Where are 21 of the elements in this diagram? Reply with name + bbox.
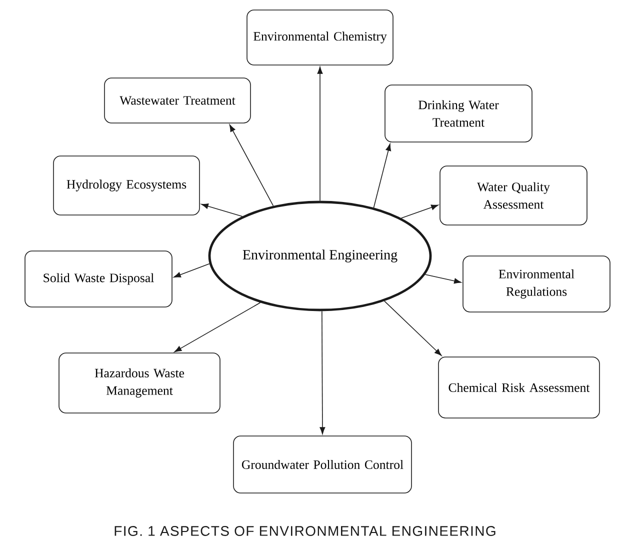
topic-box: Groundwater Pollution Control (233, 436, 412, 494)
arrow (424, 274, 462, 284)
arrow (201, 203, 243, 217)
topic-box: Solid Waste Disposal (24, 250, 172, 308)
topic-box: Environmental Chemistry (246, 10, 394, 66)
arrow (373, 144, 392, 208)
topic-box: Chemical Risk Assessment (438, 356, 600, 418)
caption: FIG. 1 ASPECTS OF ENVIRONMENTAL ENGINEERING (114, 526, 496, 536)
topic-box: Hazardous Waste Management (58, 352, 220, 414)
arrow (320, 310, 326, 434)
topic-box: Water Quality Assessment (440, 166, 588, 226)
topic-box: Hydrology Ecosystems (53, 156, 200, 216)
topic-box: Drinking Water Treatment (384, 84, 532, 142)
arrow (400, 204, 438, 219)
arrow (317, 66, 323, 202)
arrow (174, 302, 261, 352)
arrow (229, 124, 274, 206)
topic-box: Environmental Regulations (462, 256, 610, 312)
arrow (174, 263, 210, 278)
arrow (384, 300, 442, 356)
topic-box: Wastewater Treatment (104, 78, 251, 124)
